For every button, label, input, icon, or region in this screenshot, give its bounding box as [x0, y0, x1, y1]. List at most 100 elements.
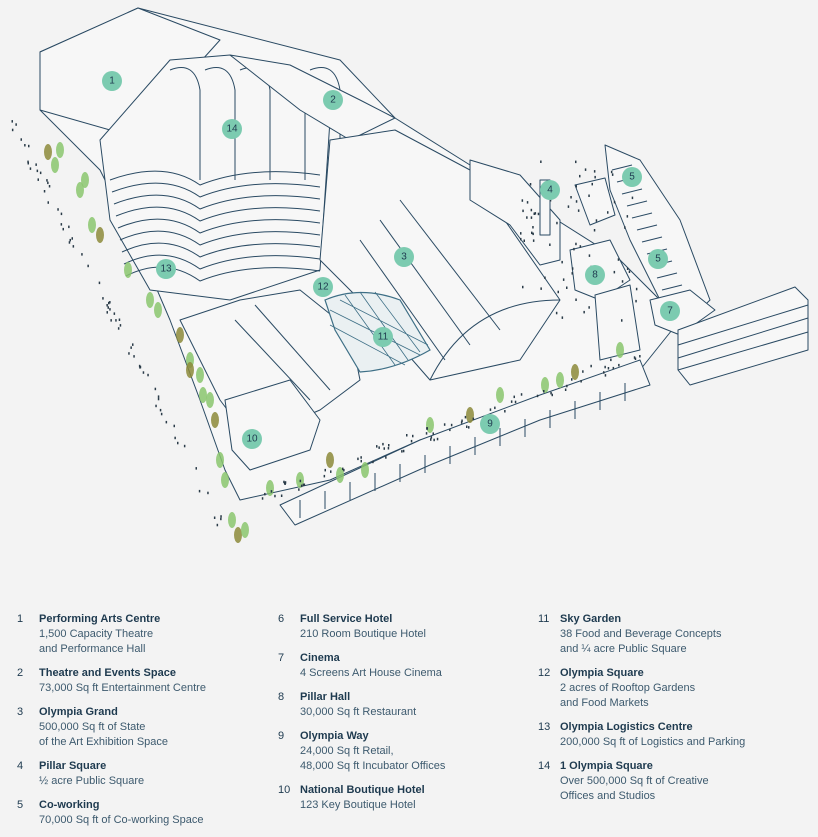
legend-item-description: 48,000 Sq ft Incubator Offices — [300, 760, 446, 772]
person-dot — [11, 120, 13, 123]
person-dot — [132, 343, 134, 346]
person-dot — [461, 419, 463, 422]
person-dot — [261, 497, 264, 500]
person-dot — [520, 232, 522, 235]
person-dot — [119, 324, 122, 327]
svg-text:13: 13 — [160, 264, 172, 275]
person-dot — [621, 319, 623, 322]
person-dot — [494, 406, 496, 410]
person-dot — [634, 357, 637, 360]
person-dot — [557, 290, 559, 294]
person-dot — [133, 355, 135, 358]
person-dot — [582, 370, 584, 373]
person-dot — [520, 237, 522, 241]
person-dot — [594, 175, 596, 179]
office-floor-line — [121, 242, 321, 258]
legend-item-description: Over 500,000 Sq ft of Creative — [560, 775, 709, 787]
person-dot — [128, 352, 130, 355]
person-dot — [639, 355, 641, 358]
person-dot — [436, 437, 439, 441]
legend-item-title: Olympia Square — [560, 667, 644, 679]
badge-sky-garden: 11 — [373, 327, 393, 347]
badge-olympia-grand: 3 — [394, 247, 414, 267]
person-dot — [109, 308, 111, 311]
svg-text:11: 11 — [378, 332, 389, 343]
person-dot — [35, 163, 37, 166]
person-dot — [280, 494, 283, 497]
legend-item-number: 1 — [17, 613, 24, 625]
person-dot — [575, 242, 577, 246]
person-dot — [62, 227, 64, 231]
person-dot — [526, 216, 528, 219]
tree — [541, 377, 549, 393]
legend-item-title: Theatre and Events Space — [39, 667, 176, 679]
legend-item-title: Cinema — [300, 652, 340, 664]
person-dot — [584, 168, 587, 171]
person-dot — [284, 482, 286, 485]
facade-step — [656, 272, 678, 279]
tree — [56, 142, 64, 158]
svg-text:2: 2 — [330, 95, 336, 106]
person-dot — [29, 167, 32, 170]
facade-step — [631, 212, 653, 219]
person-dot — [60, 223, 63, 226]
person-dot — [220, 515, 222, 518]
legend-item-number: 12 — [538, 667, 551, 679]
person-dot — [87, 264, 89, 268]
svg-text:9: 9 — [487, 419, 493, 430]
person-dot — [383, 447, 385, 450]
legend-item-number: 5 — [17, 799, 24, 811]
person-dot — [68, 225, 70, 229]
tree — [88, 217, 96, 233]
person-dot — [37, 178, 39, 181]
legend-item-number: 8 — [278, 691, 285, 703]
legend-item-title: Pillar Square — [39, 760, 107, 772]
person-dot — [536, 394, 539, 398]
person-dot — [611, 173, 614, 176]
person-dot — [571, 267, 574, 270]
person-dot — [537, 212, 540, 216]
person-dot — [468, 426, 470, 429]
person-dot — [580, 380, 582, 383]
tree — [336, 467, 344, 483]
person-dot — [556, 221, 558, 225]
person-dot — [412, 434, 414, 438]
facade-step — [626, 200, 648, 207]
svg-text:5: 5 — [629, 172, 635, 183]
person-dot — [549, 243, 551, 246]
person-dot — [118, 318, 121, 321]
tree — [196, 367, 204, 383]
person-dot — [575, 200, 578, 203]
person-dot — [173, 424, 175, 428]
legend-item-description: of the Art Exhibition Space — [39, 736, 169, 748]
svg-text:12: 12 — [317, 282, 329, 293]
tree — [266, 480, 274, 496]
person-dot — [588, 194, 590, 197]
legend-item-number: 7 — [278, 652, 285, 664]
legend-item-number: 13 — [538, 721, 551, 733]
office-roof-curve — [204, 67, 236, 180]
person-dot — [564, 388, 567, 391]
person-dot — [621, 280, 624, 283]
person-dot — [425, 432, 428, 435]
person-dot — [387, 447, 390, 450]
person-dot — [513, 395, 515, 399]
tree — [146, 292, 154, 308]
tree — [466, 407, 474, 423]
person-dot — [550, 391, 552, 395]
person-dot — [450, 423, 453, 427]
person-dot — [46, 179, 48, 182]
person-dot — [71, 237, 73, 240]
person-dot — [521, 199, 524, 202]
person-dot — [489, 408, 492, 411]
person-dot — [385, 456, 387, 459]
person-dot — [157, 397, 160, 401]
person-dot — [571, 272, 573, 275]
person-dot — [177, 441, 179, 445]
